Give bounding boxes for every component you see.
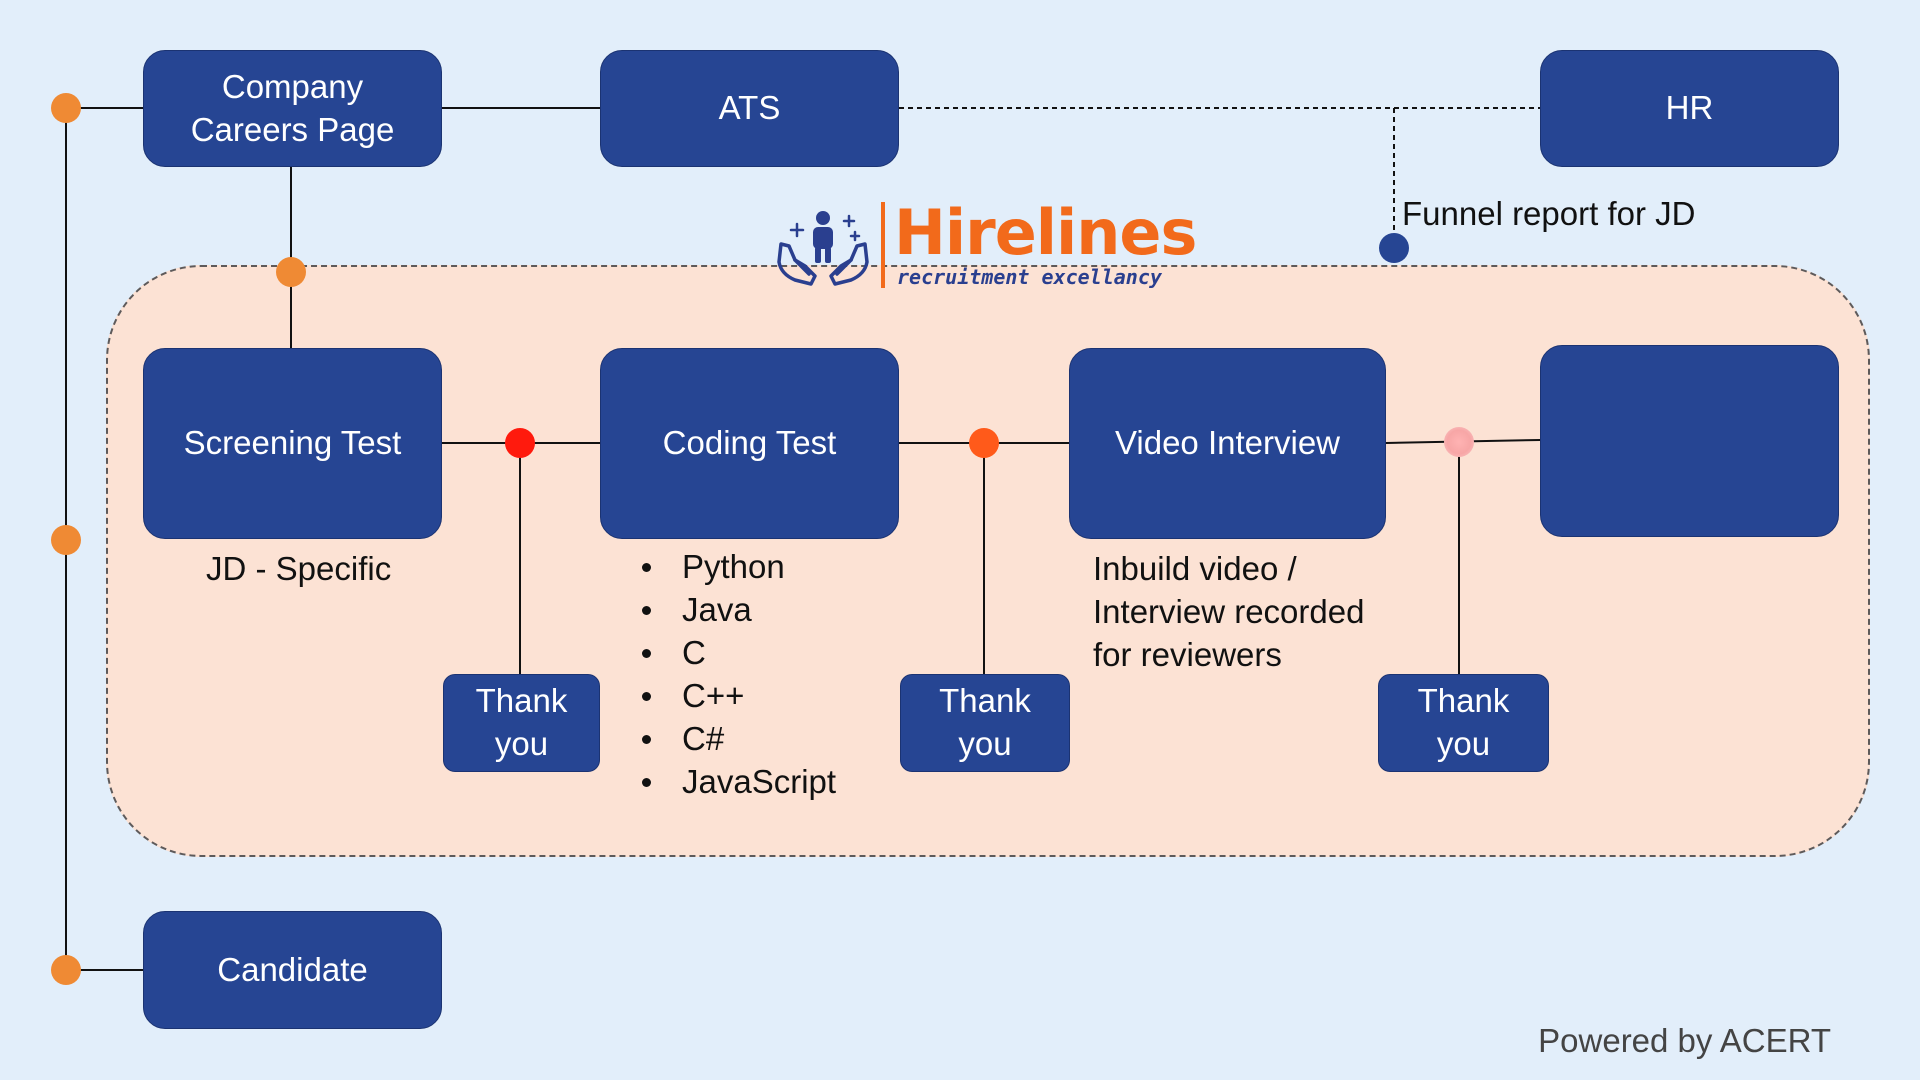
logo-divider: [881, 202, 885, 288]
company-careers-page-node[interactable]: Company Careers Page: [143, 50, 442, 167]
coding-language-item: C++: [636, 674, 836, 717]
coding-language-item: JavaScript: [636, 760, 836, 803]
thank-you-node-3[interactable]: Thank you: [1378, 674, 1549, 772]
logo-tagline: recruitment excellancy: [897, 265, 1162, 289]
spine-connector-middle-dot: [51, 525, 81, 555]
screening-test-label: Screening Test: [183, 424, 402, 462]
ats-label: ATS: [718, 89, 781, 127]
thank-you-label-2: Thank you: [939, 682, 1031, 762]
coding-test-node[interactable]: Coding Test: [600, 348, 899, 539]
screening-note-label: JD - Specific: [206, 550, 392, 587]
hands-holding-person-icon: [777, 211, 869, 286]
thank-you-node-1[interactable]: Thank you: [443, 674, 600, 772]
screening-branch-dot: [505, 428, 535, 458]
company-careers-page-label: Company Careers Page: [190, 67, 395, 148]
screening-test-node[interactable]: Screening Test: [143, 348, 442, 539]
coding-branch-dot: [969, 428, 999, 458]
hr-label: HR: [1665, 89, 1714, 127]
candidate-label: Candidate: [217, 950, 368, 988]
ats-node[interactable]: ATS: [600, 50, 899, 167]
coding-test-label: Coding Test: [662, 424, 837, 462]
coding-language-item: Java: [636, 588, 836, 631]
coding-language-item: Python: [636, 545, 836, 588]
video-interview-label: Video Interview: [1114, 424, 1341, 462]
funnel-report-dot: [1379, 233, 1409, 263]
thank-you-label-1: Thank you: [475, 682, 568, 762]
video-interview-node[interactable]: Video Interview: [1069, 348, 1386, 539]
spine-connector-bottom-dot: [51, 955, 81, 985]
video-interview-note-label: Inbuild video / Interview recorded for r…: [1093, 550, 1365, 673]
logo-wordmark: Hirelines: [894, 196, 1197, 269]
funnel-report-label: Funnel report for JD: [1402, 195, 1696, 232]
final-stage-node[interactable]: [1540, 345, 1839, 537]
powered-by-footer: Powered by ACERT: [1538, 1022, 1831, 1059]
spine-connector-top-dot: [51, 93, 81, 123]
thank-you-node-2[interactable]: Thank you: [900, 674, 1070, 772]
coding-language-item: C#: [636, 717, 836, 760]
thank-you-label-3: Thank you: [1417, 682, 1510, 762]
candidate-node[interactable]: Candidate: [143, 911, 442, 1029]
hirelines-logo: Hirelines recruitment excellancy: [775, 196, 1197, 294]
hr-node[interactable]: HR: [1540, 50, 1839, 167]
video-branch-dot: [1444, 427, 1474, 457]
coding-language-item: C: [636, 631, 836, 674]
platform-entry-dot: [276, 257, 306, 287]
